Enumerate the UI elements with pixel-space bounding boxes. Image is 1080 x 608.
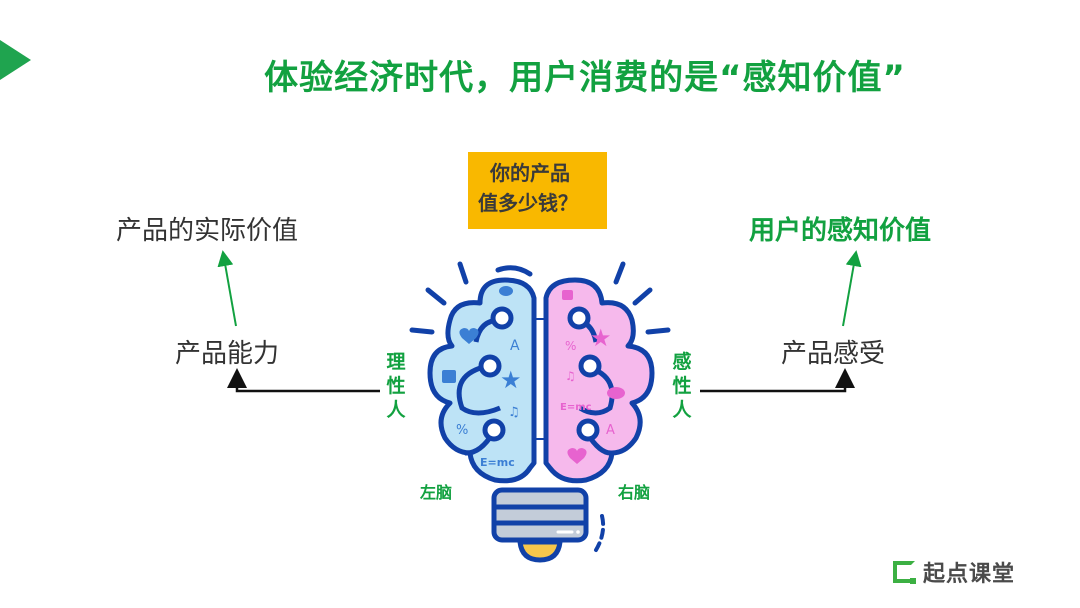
brand-name: 起点课堂 [923, 562, 1016, 587]
question-box: 你的产品 值多少钱？ [468, 152, 607, 229]
brand-mark-icon [893, 561, 916, 584]
actual-value-label: 产品的实际价值 [116, 216, 299, 246]
svg-text:A: A [606, 423, 615, 438]
svg-text:E=mc: E=mc [480, 456, 515, 469]
rational-char-3: 人 [386, 399, 406, 421]
product-feeling-label: 产品感受 [781, 339, 886, 369]
svg-text:%: % [565, 339, 576, 353]
corner-triangle-icon [0, 40, 31, 80]
page-title: 体验经济时代，用户消费的是“感知价值” [264, 58, 906, 98]
rational-char-2: 性 [386, 375, 406, 397]
right-black-arrow [700, 368, 855, 393]
rational-char-1: 理 [386, 351, 406, 373]
right-green-arrow [842, 250, 862, 327]
svg-text:★: ★ [500, 366, 522, 394]
svg-text:♫: ♫ [565, 369, 576, 383]
svg-text:♫: ♫ [508, 405, 520, 420]
perceived-value-label: 用户的感知价值 [749, 216, 932, 246]
right-brain-label: 右脑 [618, 483, 651, 502]
question-line-2: 值多少钱？ [478, 191, 578, 215]
brain-lightbulb-illustration: A ★ ♫ % E=mc ★ % ♫ E=mc A [409, 261, 671, 563]
left-brain-label: 左脑 [420, 483, 453, 502]
emotional-char-3: 人 [672, 399, 692, 421]
emotional-char-1: 感 [672, 351, 692, 373]
svg-text:★: ★ [590, 324, 612, 352]
emotional-person-label: 感 性 人 [671, 350, 693, 422]
product-capability-label: 产品能力 [175, 339, 280, 369]
brand-logo: 起点课堂 [893, 556, 1015, 588]
emotional-char-2: 性 [672, 375, 692, 397]
svg-text:E=mc: E=mc [560, 402, 592, 413]
left-black-arrow [227, 368, 380, 393]
question-line-1: 你的产品 [490, 161, 570, 185]
left-green-arrow [217, 250, 237, 327]
svg-text:A: A [510, 338, 520, 354]
svg-text:%: % [456, 423, 468, 438]
rational-person-label: 理 性 人 [385, 350, 407, 422]
